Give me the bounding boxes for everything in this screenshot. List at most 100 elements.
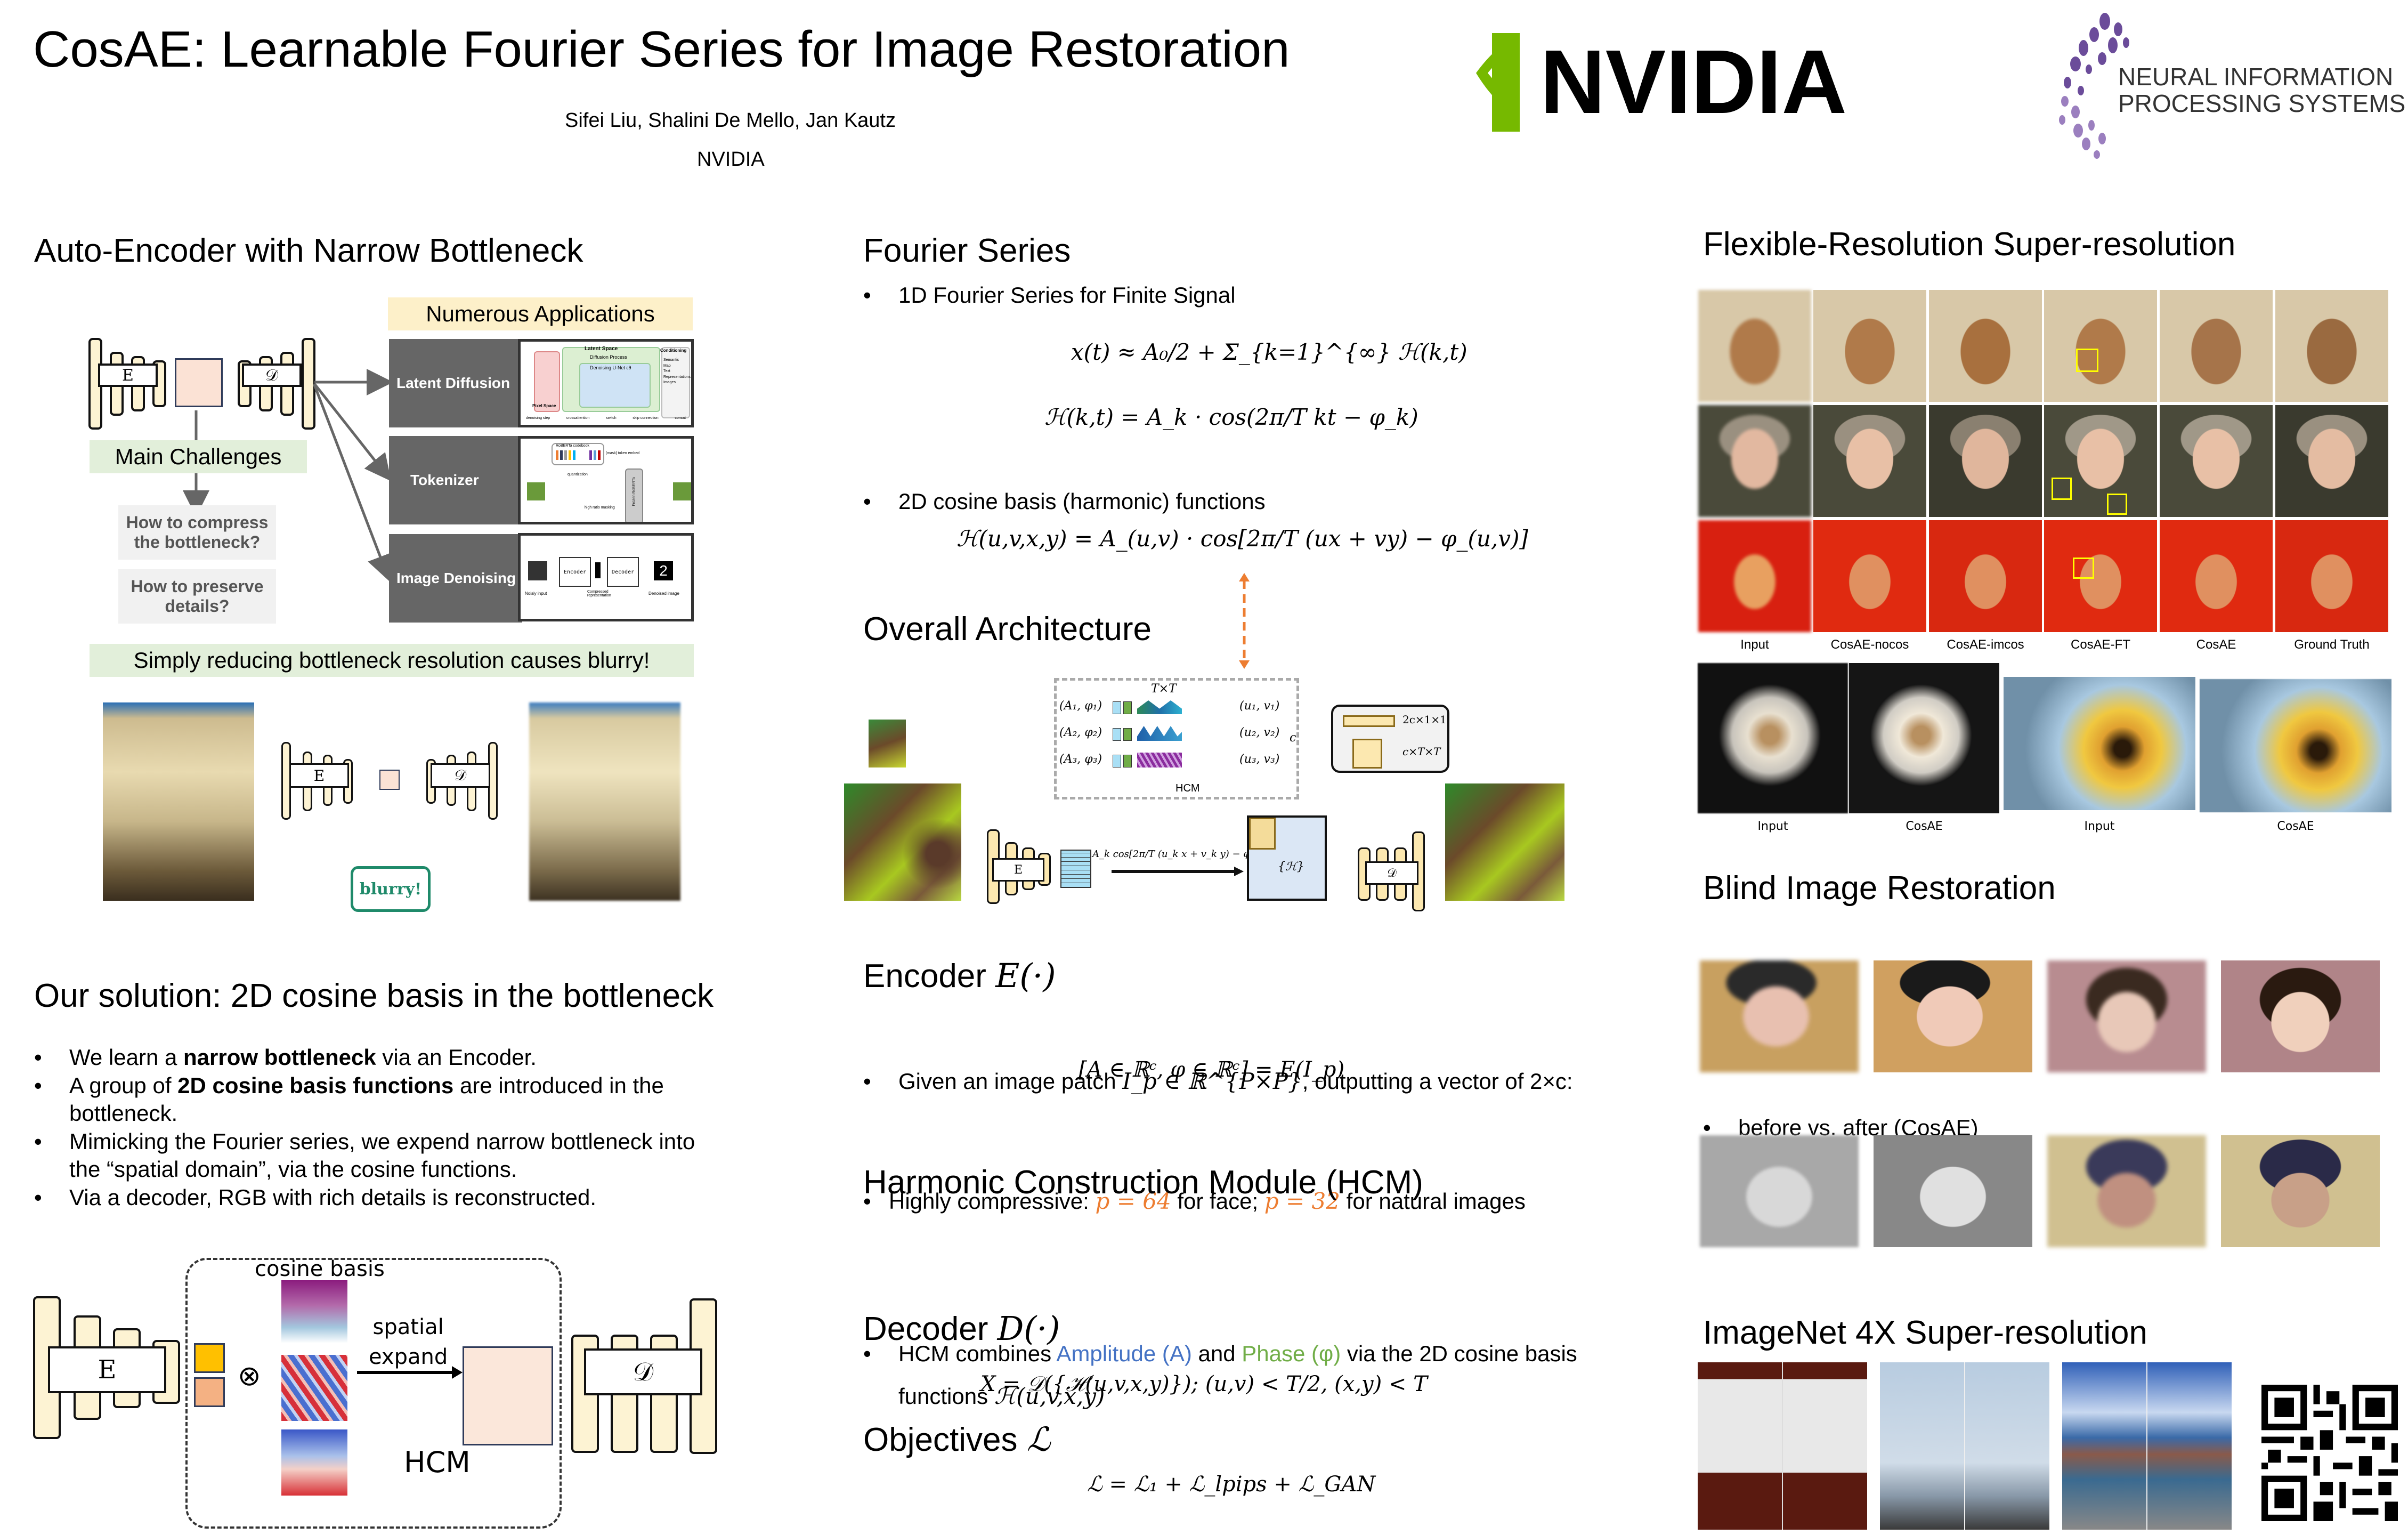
amplitude-cube bbox=[194, 1343, 225, 1373]
fourier-bullet-1: 1D Fourier Series for Finite Signal bbox=[863, 281, 2408, 310]
decoder-box: 𝒟 bbox=[242, 363, 302, 387]
sr-row1-ft bbox=[2044, 290, 2157, 402]
section-title-autoencoder: Auto-Encoder with Narrow Bottleneck bbox=[34, 232, 583, 269]
rose-cosae-image bbox=[1849, 663, 1999, 813]
tok-codebook: RoBERTa codebook bbox=[556, 444, 589, 448]
neurips-line2: PROCESSING SYSTEMS bbox=[2118, 90, 2405, 117]
latent-grid bbox=[1060, 850, 1091, 888]
arch-formula: A_k cos[2π/T (u_k x + v_k y) − φ_k] bbox=[1092, 849, 1264, 860]
butterfly-output-patch bbox=[1445, 783, 1564, 901]
fourier-eq-1: x(t) ≈ A₀/2 + Σ_{k=1}^{∞} ℋ(k,t) bbox=[1071, 339, 1467, 365]
col-label-imcos: CosAE-imcos bbox=[1947, 637, 2024, 652]
rose-input-image bbox=[1698, 663, 1848, 813]
dn-decoder: Decoder bbox=[607, 557, 639, 587]
sr-row2-gt bbox=[2275, 405, 2388, 517]
imagenet-note-image bbox=[1698, 1362, 1867, 1530]
sr-row1-imcos bbox=[1929, 290, 2042, 402]
section-title-hcm: Harmonic Construction Module (HCM) bbox=[863, 1164, 1423, 1201]
sr-row3-input bbox=[1698, 520, 1811, 632]
blind-oldman-after bbox=[1874, 1135, 2032, 1247]
blind-oldman-before bbox=[1700, 1135, 1859, 1247]
objectives-eq: ℒ = ℒ₁ + ℒ_lpips + ℒ_GAN bbox=[1087, 1472, 1376, 1497]
encoder-bullet-2: Highly compressive: p = 64 for face; p =… bbox=[863, 1187, 2408, 1216]
blurry-speech-bubble: blurry! bbox=[351, 866, 431, 912]
section-title-decoder: Decoder D(·) bbox=[863, 1309, 1060, 1348]
small-encoder-box: E bbox=[289, 763, 349, 788]
sharp-building-image bbox=[103, 702, 254, 901]
challenge-question-2: How to preserve details? bbox=[118, 569, 276, 624]
blind-man-before bbox=[2047, 1135, 2206, 1247]
p-natural-value: p = 32 bbox=[1264, 1187, 1341, 1214]
amp-phase-1: (A₁, φ₁) bbox=[1059, 699, 1102, 713]
nvidia-eye-icon: NVIDIA bbox=[1476, 31, 1847, 133]
section-title-architecture: Overall Architecture bbox=[863, 611, 1152, 648]
solution-bullet: Via a decoder, RGB with rich details is … bbox=[34, 1184, 716, 1212]
arch-encoder-box: E bbox=[992, 858, 1044, 882]
legend-box: 2c×1×1 c×T×T bbox=[1331, 705, 1449, 773]
wave-3-icon bbox=[1137, 753, 1182, 768]
col-label-input: Input bbox=[1740, 637, 1769, 652]
dn-denoised: Denoised image bbox=[648, 591, 679, 596]
app-tokenizer-label: Tokenizer bbox=[389, 436, 522, 524]
hcm-inner-label: HCM bbox=[1175, 782, 1200, 794]
sr-row2-nocos bbox=[1813, 405, 1926, 517]
section-title-flexible-sr: Flexible-Resolution Super-resolution bbox=[1703, 226, 2236, 263]
tok-codebook-colors bbox=[556, 450, 601, 460]
sr-row3-ft bbox=[2044, 520, 2157, 632]
section-title-solution: Our solution: 2D cosine basis in the bot… bbox=[34, 977, 714, 1014]
ld-unet: Denoising U-Net εθ bbox=[590, 365, 631, 370]
bottleneck-cube bbox=[175, 358, 223, 407]
amplitude-text: Amplitude (A) bbox=[1056, 1341, 1192, 1366]
neurips-logo: NEURAL INFORMATION PROCESSING SYSTEMS bbox=[2046, 5, 2408, 160]
nvidia-wordmark: NVIDIA bbox=[1540, 33, 1847, 132]
tok-mask: [mask] token embed bbox=[606, 451, 640, 455]
denoising-figure: Encoder Decoder 2 Noisiy input Compresse… bbox=[518, 533, 694, 621]
blurry-banner: Simply reducing bottleneck resolution ca… bbox=[90, 644, 694, 677]
numerous-applications-tag: Numerous Applications bbox=[388, 297, 693, 330]
sr-row2-ft bbox=[2044, 405, 2157, 517]
glass-cosae-image bbox=[2200, 679, 2391, 812]
blind-woman-before bbox=[2047, 960, 2206, 1072]
fourier-eq-2: ℋ(k,t) = A_k · cos(2π/T kt − φ_k) bbox=[1044, 404, 1418, 430]
hcm-dashed-box bbox=[185, 1258, 562, 1529]
sr-row1-nocos bbox=[1813, 290, 1926, 402]
tensor-product-symbol: ⊗ bbox=[238, 1361, 261, 1392]
sr-row1-gt bbox=[2275, 290, 2388, 402]
ld-cond-items: Semantic Map Text Representations Images bbox=[663, 358, 691, 384]
small-decoder-box: 𝒟 bbox=[431, 763, 490, 788]
sr-row2-input bbox=[1698, 405, 1811, 517]
orange-link-arrow bbox=[1239, 573, 1250, 669]
sr-row3-gt bbox=[2275, 520, 2388, 632]
solution-bullet: We learn a narrow bottleneck via an Enco… bbox=[34, 1044, 716, 1072]
dn-encoder: Encoder bbox=[559, 557, 591, 587]
freq-2: (u₂, v₂) bbox=[1239, 726, 1280, 739]
arch-decoder-box: 𝒟 bbox=[1365, 861, 1418, 885]
dn-noisy: Noisiy input bbox=[525, 591, 547, 596]
authors: Sifei Liu, Shalini De Mello, Jan Kautz bbox=[565, 109, 896, 132]
col-label-cosae: CosAE bbox=[2196, 637, 2236, 652]
dn-compressed: Compressed representation bbox=[587, 590, 611, 597]
col-label-nocos: CosAE-nocos bbox=[1830, 637, 1909, 652]
cosine-basis-1-icon bbox=[281, 1280, 347, 1343]
ld-conditioning: Conditioning bbox=[660, 348, 687, 353]
sr-row1-cosae bbox=[2160, 290, 2273, 402]
section-title-blind: Blind Image Restoration bbox=[1703, 870, 2056, 907]
small-bottleneck-cube bbox=[379, 770, 400, 790]
decoder-eq: X = 𝒟({ℋ(u,v,x,y)}); (u,v) < T/2, (x,y) … bbox=[980, 1372, 1428, 1396]
section-title-objectives: Objectives ℒ bbox=[863, 1420, 1051, 1459]
section-title-encoder: Encoder E(·) bbox=[863, 956, 1056, 995]
app-latent-diffusion-label: Latent Diffusion bbox=[389, 339, 522, 427]
blind-baby-before bbox=[1700, 960, 1859, 1072]
blind-woman-after bbox=[2221, 960, 2380, 1072]
arch-main-arrow bbox=[1112, 867, 1244, 876]
solution-bullets: We learn a narrow bottleneck via an Enco… bbox=[34, 1044, 716, 1211]
hcm-label: HCM bbox=[404, 1445, 471, 1479]
neurips-line1: NEURAL INFORMATION bbox=[2118, 63, 2393, 91]
harmonic-feature-cube: {ℋ} bbox=[1247, 815, 1327, 901]
solution-encoder-box: E bbox=[48, 1346, 166, 1393]
amp-phase-2: (A₂, φ₂) bbox=[1059, 726, 1102, 739]
section-title-fourier: Fourier Series bbox=[863, 232, 1071, 269]
hcm-module-box bbox=[1054, 678, 1299, 799]
qr-code-icon[interactable] bbox=[2261, 1385, 2398, 1521]
section-title-imagenet: ImageNet 4X Super-resolution bbox=[1703, 1314, 2148, 1351]
